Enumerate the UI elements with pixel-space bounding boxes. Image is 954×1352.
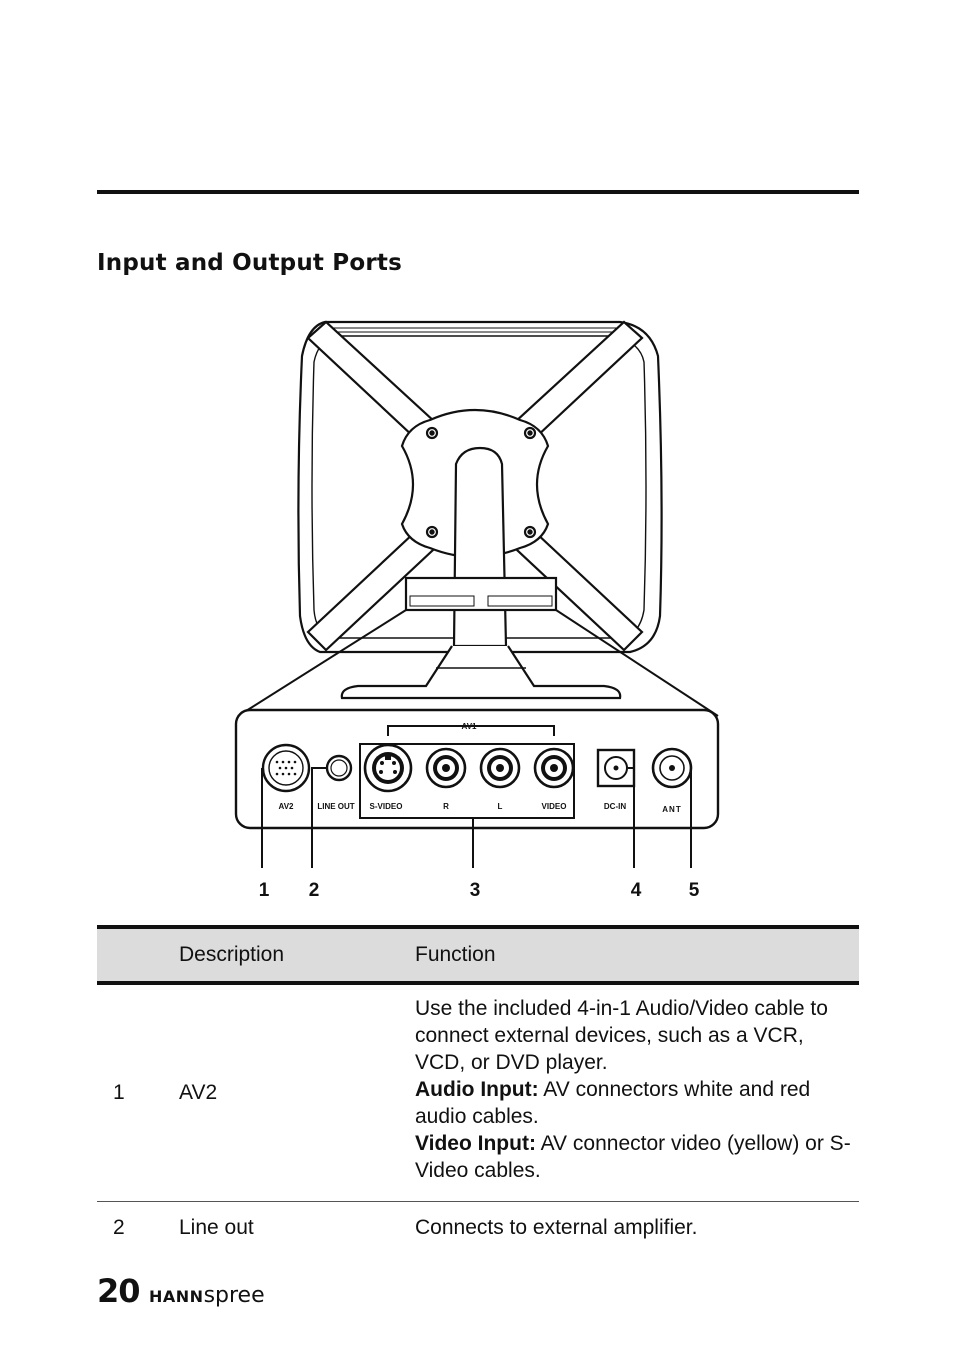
callout-3: 3 <box>470 880 481 901</box>
function-intro: Use the included 4-in-1 Audio/Video cabl… <box>415 997 828 1074</box>
antenna-port-icon <box>651 747 693 789</box>
table-row: 1 AV2 Use the included 4-in-1 Audio/Vide… <box>97 985 859 1202</box>
page-footer: 20 HANNspree <box>97 1272 265 1312</box>
header-function: Function <box>415 943 496 966</box>
s-video-label: S-VIDEO <box>370 802 403 811</box>
page-number: 20 <box>97 1272 141 1310</box>
video-label: VIDEO <box>542 802 567 811</box>
callout-leaders <box>261 767 692 868</box>
function-intro: Connects to external amplifier. <box>415 1216 698 1239</box>
tv-back-illustration <box>297 320 663 700</box>
header-description: Description <box>179 943 285 966</box>
audio-input-label: Audio Input: <box>415 1078 539 1101</box>
row-number: 1 <box>113 1081 125 1104</box>
ports-diagram: AV1 <box>230 316 726 906</box>
av2-label: AV2 <box>279 802 295 811</box>
video-input-text: AV connector video (yellow) or S-Video c… <box>415 1132 851 1182</box>
brand-light: spree <box>203 1283 265 1308</box>
connector-panel: AV1 <box>234 708 720 830</box>
ant-label: ANT <box>662 805 681 814</box>
audio-l-port-icon <box>479 747 521 789</box>
ports-table: Description Function 1 AV2 Use the inclu… <box>97 925 859 1262</box>
line-out-label: LINE OUT <box>317 802 354 811</box>
brand-bold: HANN <box>149 1287 204 1306</box>
callout-2: 2 <box>309 880 320 901</box>
video-input-label: Video Input: <box>415 1132 536 1155</box>
brand-logo: HANNspree <box>149 1282 265 1308</box>
video-port-icon <box>533 747 575 789</box>
s-video-port-icon <box>363 743 413 793</box>
line-out-port-icon <box>325 754 353 782</box>
row-description: AV2 <box>179 1081 218 1104</box>
av1-label: AV1 <box>462 722 478 731</box>
callout-4: 4 <box>631 880 642 901</box>
l-label: L <box>498 802 503 811</box>
audio-input-text: AV connectors white and red audio cables… <box>415 1078 811 1128</box>
row-function: Use the included 4-in-1 Audio/Video cabl… <box>415 995 855 1184</box>
dc-in-label: DC-IN <box>604 802 626 811</box>
callout-5: 5 <box>689 880 700 901</box>
audio-r-port-icon <box>425 747 467 789</box>
table-header: Description Function <box>97 925 859 985</box>
r-label: R <box>443 802 449 811</box>
top-rule <box>97 190 859 194</box>
section-title: Input and Output Ports <box>97 250 402 276</box>
callout-1: 1 <box>259 880 270 901</box>
row-description: Line out <box>179 1216 254 1239</box>
row-number: 2 <box>113 1216 125 1239</box>
table-row: 2 Line out Connects to external amplifie… <box>97 1202 859 1262</box>
row-function: Connects to external amplifier. <box>415 1214 855 1241</box>
av2-port-icon <box>261 743 311 793</box>
